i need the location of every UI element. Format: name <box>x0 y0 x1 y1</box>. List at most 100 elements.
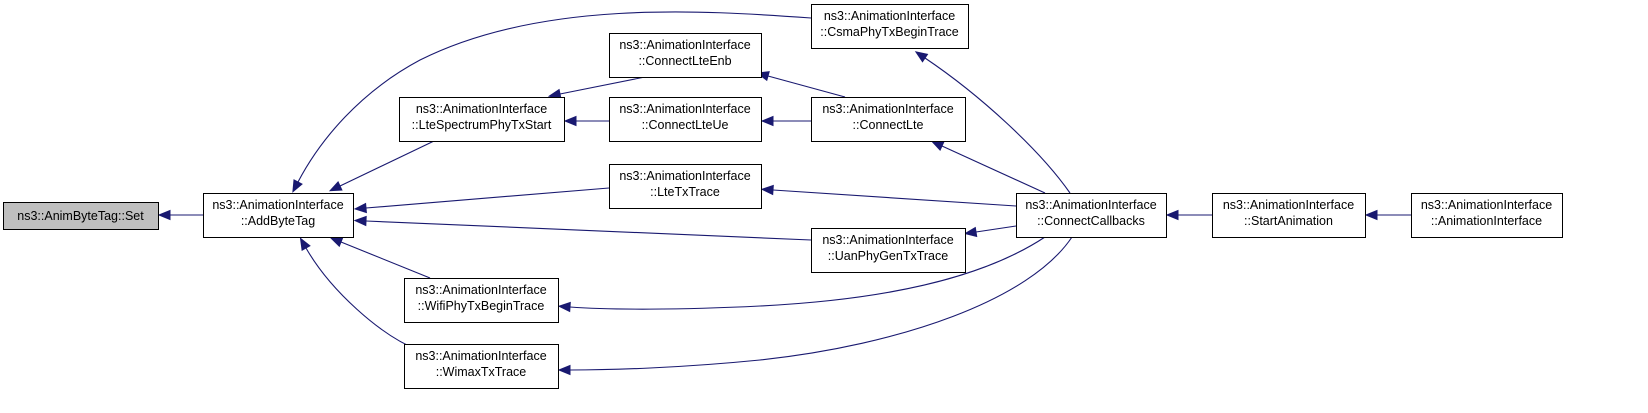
edge-line <box>569 236 1046 310</box>
node-box[interactable] <box>811 4 969 49</box>
edge-csmaphy-to-addbytetag <box>292 11 812 193</box>
edge-line <box>365 220 812 241</box>
node-label: ns3::AnimationInterface <box>1223 198 1354 212</box>
edge-line <box>340 241 431 279</box>
node-label: ::AddByteTag <box>241 214 315 228</box>
node-box[interactable] <box>1411 193 1563 238</box>
arrow-head <box>292 179 303 193</box>
node-label: ::WifiPhyTxBeginTrace <box>418 299 545 313</box>
node-label: ::ConnectLteEnb <box>638 54 731 68</box>
arrow-head <box>328 181 343 192</box>
node-box[interactable] <box>609 97 762 142</box>
node-label: ns3::AnimationInterface <box>1421 198 1552 212</box>
edge-wimax-to-addbytetag <box>299 237 419 351</box>
edge-line <box>975 225 1017 233</box>
node-box[interactable] <box>1212 193 1366 238</box>
node-uanphy[interactable]: ns3::AnimationInterface::UanPhyGenTxTrac… <box>811 228 966 273</box>
edge-line <box>569 236 1073 371</box>
node-animationinterface[interactable]: ns3::AnimationInterface::AnimationInterf… <box>1411 193 1563 238</box>
node-connectlteenb[interactable]: ns3::AnimationInterface::ConnectLteEnb <box>609 33 762 78</box>
node-label: ::ConnectCallbacks <box>1037 214 1145 228</box>
node-label: ns3::AnimByteTag::Set <box>17 209 144 223</box>
edge-connectcallbacks-to-connectlte <box>930 140 1046 194</box>
edge-connectlteenb-to-ltespectrum <box>547 76 646 100</box>
arrow-head <box>914 51 929 63</box>
node-label: ns3::AnimationInterface <box>822 102 953 116</box>
node-label: ::LteSpectrumPhyTxStart <box>412 118 552 132</box>
node-label: ns3::AnimationInterface <box>1025 198 1156 212</box>
edge-line <box>941 145 1046 194</box>
arrow-head <box>963 226 978 238</box>
node-ltetx[interactable]: ns3::AnimationInterface::LteTxTrace <box>609 164 762 209</box>
arrow-head <box>1165 209 1179 221</box>
node-label: ns3::AnimationInterface <box>824 9 955 23</box>
node-label: ::ConnectLte <box>853 118 924 132</box>
node-label: ::WimaxTxTrace <box>436 365 527 379</box>
node-csmaphy[interactable]: ns3::AnimationInterface::CsmaPhyTxBeginT… <box>811 4 969 49</box>
node-connectcallbacks[interactable]: ns3::AnimationInterface::ConnectCallback… <box>1016 193 1167 238</box>
node-addbytetag[interactable]: ns3::AnimationInterface::AddByteTag <box>203 193 354 238</box>
node-label: ns3::AnimationInterface <box>822 233 953 247</box>
node-box[interactable] <box>811 228 966 273</box>
edge-connectcallbacks-to-wimax <box>557 236 1073 376</box>
arrow-head <box>299 237 311 251</box>
node-set[interactable]: ns3::AnimByteTag::Set <box>3 202 159 230</box>
node-label: ns3::AnimationInterface <box>212 198 343 212</box>
nodes-layer: ns3::AnimByteTag::Setns3::AnimationInter… <box>3 4 1563 389</box>
node-label: ::LteTxTrace <box>650 185 720 199</box>
edge-startanimation-to-connectcallbacks <box>1165 209 1212 221</box>
node-label: ::StartAnimation <box>1244 214 1333 228</box>
arrow-head <box>329 237 344 248</box>
arrow-head <box>557 301 571 313</box>
node-ltespectrum[interactable]: ns3::AnimationInterface::LteSpectrumPhyT… <box>399 97 565 142</box>
node-box[interactable] <box>203 193 354 238</box>
node-label: ::AnimationInterface <box>1431 214 1542 228</box>
edge-connectcallbacks-to-csmaphy <box>914 51 1071 194</box>
edge-animationinterface-to-startanimation <box>1364 209 1411 221</box>
arrow-head <box>760 184 774 196</box>
arrow-head <box>1364 209 1378 221</box>
node-wifiphy[interactable]: ns3::AnimationInterface::WifiPhyTxBeginT… <box>404 278 559 323</box>
node-box[interactable] <box>609 164 762 209</box>
edge-line <box>559 76 646 95</box>
node-label: ::ConnectLteUe <box>642 118 729 132</box>
edge-ltetx-to-addbytetag <box>353 187 610 214</box>
arrow-head <box>353 215 367 227</box>
edge-connectlte-to-connectlteue <box>760 115 811 127</box>
node-wimax[interactable]: ns3::AnimationInterface::WimaxTxTrace <box>404 344 559 389</box>
node-label: ::UanPhyGenTxTrace <box>828 249 948 263</box>
node-box[interactable] <box>1016 193 1167 238</box>
edge-connectlteue-to-ltespectrum <box>563 115 609 127</box>
edge-addbytetag-to-set <box>157 209 203 221</box>
node-label: ns3::AnimationInterface <box>619 102 750 116</box>
arrow-head <box>930 140 945 151</box>
node-label: ns3::AnimationInterface <box>416 102 547 116</box>
node-box[interactable] <box>609 33 762 78</box>
node-box[interactable] <box>399 97 565 142</box>
edge-uanphy-to-addbytetag <box>353 215 812 241</box>
node-label: ns3::AnimationInterface <box>415 349 546 363</box>
arrow-head <box>557 364 571 376</box>
node-startanimation[interactable]: ns3::AnimationInterface::StartAnimation <box>1212 193 1366 238</box>
node-box[interactable] <box>3 202 159 230</box>
edge-line <box>767 75 846 98</box>
node-label: ::CsmaPhyTxBeginTrace <box>820 25 959 39</box>
arrow-head <box>563 115 577 127</box>
node-connectlteue[interactable]: ns3::AnimationInterface::ConnectLteUe <box>609 97 762 142</box>
edge-ltespectrum-to-addbytetag <box>328 140 435 192</box>
arrow-head <box>353 202 367 214</box>
node-box[interactable] <box>404 278 559 323</box>
arrow-head <box>760 115 774 127</box>
node-label: ns3::AnimationInterface <box>415 283 546 297</box>
node-box[interactable] <box>811 97 966 142</box>
node-connectlte[interactable]: ns3::AnimationInterface::ConnectLte <box>811 97 966 142</box>
node-label: ns3::AnimationInterface <box>619 169 750 183</box>
edge-line <box>305 247 419 351</box>
edge-line <box>339 140 435 187</box>
edge-line <box>772 189 1017 207</box>
edge-connectcallbacks-to-ltetx <box>760 184 1017 207</box>
edge-wifiphy-to-addbytetag <box>329 237 431 279</box>
node-box[interactable] <box>404 344 559 389</box>
edge-line <box>924 57 1071 194</box>
